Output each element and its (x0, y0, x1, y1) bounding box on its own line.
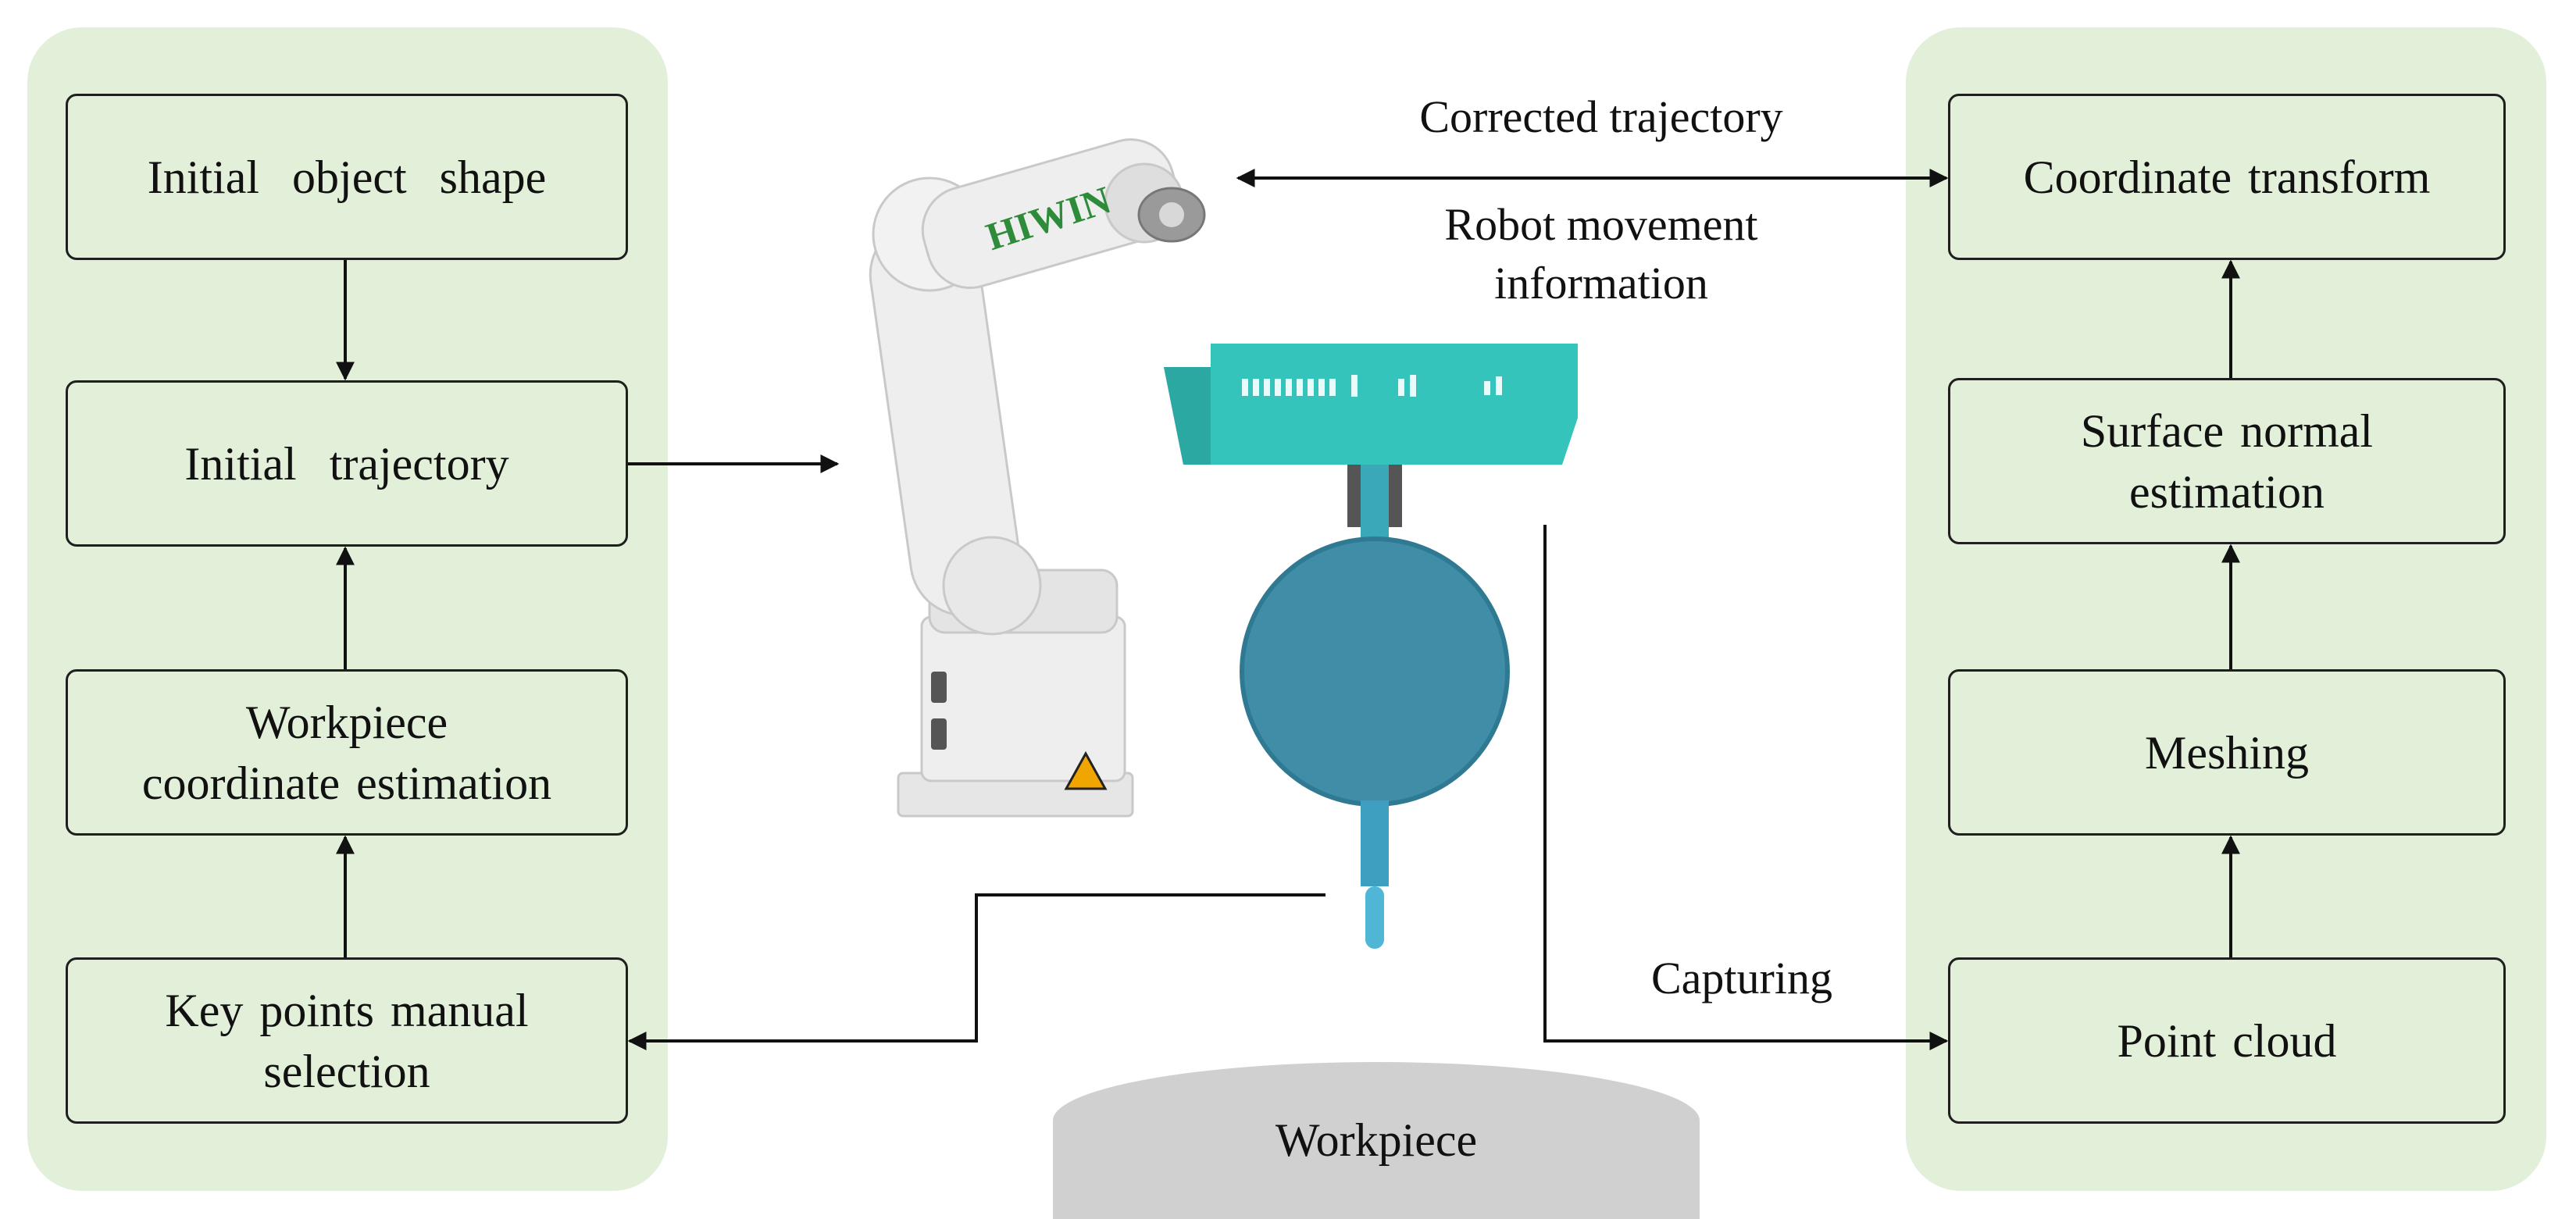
key-points-manual-selection-box: Key points manual selection (66, 957, 628, 1124)
capturing-label: Capturing (1651, 953, 1832, 1003)
probe-neck-left (1347, 465, 1363, 527)
robot-base-port-1 (931, 672, 947, 703)
robot-base-column (920, 615, 1126, 782)
probe-neck-right (1386, 465, 1402, 527)
surface-normal-estimation-label: Surface normal estimation (2080, 405, 2374, 518)
corrected-trajectory-label: Corrected trajectory (1419, 91, 1783, 142)
robot-arm-icon: HIWIN (869, 138, 1206, 818)
robot-shoulder-joint (942, 536, 1042, 636)
initial-object-shape-label: Initial object shape (147, 151, 547, 203)
meshing-box: Meshing (1948, 669, 2506, 836)
coordinate-transform-label: Coordinate transform (2023, 151, 2431, 203)
workpiece-label: Workpiece (1275, 1114, 1478, 1166)
initial-trajectory-box: Initial trajectory (66, 380, 628, 547)
initial-object-shape-box: Initial object shape (66, 94, 628, 260)
workpiece-coordinate-estimation-label: Workpiece coordinate estimation (141, 696, 552, 809)
scanner-head (1164, 344, 1578, 465)
probe-dial (1242, 539, 1507, 804)
scanner-head-shade (1164, 367, 1211, 465)
arrow-sensor-to-keypoints (627, 893, 1325, 1050)
point-cloud-box: Point cloud (1948, 957, 2506, 1124)
robot-base-port-2 (931, 718, 947, 750)
meshing-label: Meshing (2145, 726, 2309, 779)
key-points-manual-selection-label: Key points manual selection (165, 984, 529, 1097)
point-cloud-label: Point cloud (2117, 1014, 2337, 1067)
scanner-probe-icon (1164, 344, 1578, 949)
workpiece: Workpiece (1053, 1062, 1700, 1219)
probe-stem (1361, 800, 1389, 886)
robot-flange-center (1159, 202, 1184, 227)
warning-sign-icon (1064, 750, 1108, 790)
workpiece-coordinate-estimation-box: Workpiece coordinate estimation (66, 669, 628, 836)
probe-tip (1365, 886, 1384, 949)
surface-normal-estimation-box: Surface normal estimation (1948, 378, 2506, 544)
robot-movement-information-label: Robot movement information (1444, 199, 1758, 309)
scanner-vents (1242, 375, 1502, 397)
coordinate-transform-box: Coordinate transform (1948, 94, 2506, 260)
arrow-capturing-to-pointcloud (1543, 525, 1949, 1050)
initial-trajectory-label: Initial trajectory (184, 437, 509, 490)
